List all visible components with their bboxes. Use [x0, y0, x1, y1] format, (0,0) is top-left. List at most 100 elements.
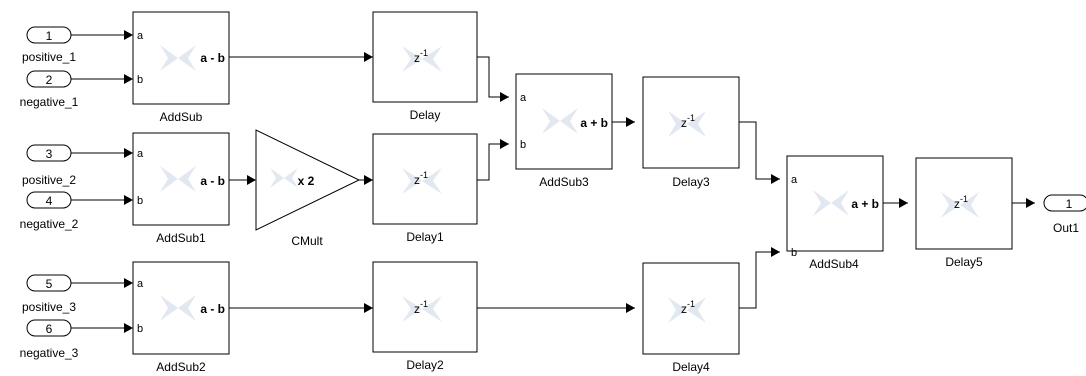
inport-label: positive_2: [22, 173, 76, 187]
arrow-icon: [771, 174, 780, 184]
operation-label: a - b: [200, 174, 225, 188]
block-name: Delay5: [945, 255, 983, 269]
arrow-icon: [364, 52, 373, 62]
addsub3-block[interactable]: a b a + b AddSub3: [515, 73, 613, 189]
xilinx-logo-icon: [668, 297, 706, 323]
inport-4[interactable]: 4 negative_2: [20, 191, 79, 231]
block-name: Delay2: [406, 358, 444, 372]
arrow-icon: [124, 30, 133, 40]
xilinx-logo-icon: [402, 168, 442, 194]
delay-block[interactable]: z-1 Delay: [372, 11, 478, 122]
block-name: CMult: [291, 234, 323, 248]
inport-6[interactable]: 6 negative_3: [20, 319, 79, 360]
operation-label: x 2: [298, 174, 315, 188]
operation-label: a - b: [200, 302, 225, 316]
delay4-block[interactable]: z-1 Delay4: [642, 262, 740, 374]
arrow-icon: [124, 148, 133, 158]
arrow-icon: [500, 139, 509, 149]
addsub1-block[interactable]: a b a - b AddSub1: [132, 132, 230, 245]
inport-number: 5: [46, 277, 53, 291]
block-name: Delay: [410, 108, 441, 122]
block-name: Delay1: [406, 230, 444, 244]
addsub-block[interactable]: a b a - b AddSub: [132, 11, 230, 124]
port-b-label: b: [137, 74, 143, 86]
port-b-label: b: [137, 323, 143, 335]
port-b-label: b: [791, 247, 797, 259]
outport-number: 1: [1066, 197, 1073, 211]
inport-label: negative_2: [20, 217, 79, 231]
xilinx-logo-icon: [402, 46, 442, 72]
arrow-icon: [771, 247, 780, 257]
delay5-block[interactable]: z-1 Delay5: [915, 157, 1013, 269]
arrow-icon: [1026, 198, 1035, 208]
inport-label: negative_1: [20, 95, 79, 109]
inport-number: 6: [46, 322, 53, 336]
outport-label: Out1: [1053, 221, 1079, 235]
arrow-icon: [124, 74, 133, 84]
arrow-icon: [124, 195, 133, 205]
operation-label: a - b: [200, 51, 225, 65]
xilinx-logo-icon: [160, 295, 196, 321]
delay-operator: z-1: [414, 48, 428, 65]
wires: [71, 34, 1035, 329]
inport-2[interactable]: 2 negative_1: [20, 70, 79, 109]
arrow-icon: [247, 175, 256, 185]
delay2-block[interactable]: z-1 Delay2: [372, 261, 478, 372]
wire-delay3-addsub4: [739, 121, 780, 180]
wire-delay4-addsub4: [739, 251, 780, 309]
xilinx-logo-icon: [941, 192, 979, 218]
arrow-icon: [124, 278, 133, 288]
xilinx-logo-icon: [160, 45, 196, 71]
arrow-icon: [500, 92, 509, 102]
inport-number: 2: [46, 73, 53, 87]
port-a-label: a: [791, 174, 798, 186]
port-b-label: b: [137, 195, 143, 207]
operation-label: a + b: [851, 197, 879, 211]
delay-operator: z-1: [681, 113, 695, 130]
delay-operator: z-1: [414, 299, 428, 316]
port-a-label: a: [137, 30, 144, 42]
block-name: AddSub1: [156, 231, 206, 245]
inport-label: negative_3: [20, 346, 79, 360]
inport-label: positive_3: [22, 300, 76, 314]
arrow-icon: [899, 198, 908, 208]
inport-number: 3: [46, 147, 53, 161]
arrowheads: [124, 30, 1035, 333]
wire-delay1-addsub3: [477, 143, 509, 181]
block-name: AddSub: [160, 110, 203, 124]
block-name: AddSub2: [156, 360, 206, 374]
outport-1[interactable]: 1 Out1: [1043, 194, 1086, 235]
xilinx-logo-icon: [160, 166, 196, 192]
inport-number: 4: [46, 194, 53, 208]
block-name: AddSub3: [539, 175, 589, 189]
inport-1[interactable]: 1 positive_1: [22, 26, 76, 64]
inport-5[interactable]: 5 positive_3: [22, 274, 76, 314]
block-name: Delay3: [672, 175, 710, 189]
addsub2-block[interactable]: a b a - b AddSub2: [132, 261, 230, 374]
arrow-icon: [626, 117, 635, 127]
arrow-icon: [626, 303, 635, 313]
arrow-icon: [364, 175, 373, 185]
addsub4-block[interactable]: a b a + b AddSub4: [786, 155, 884, 271]
port-b-label: b: [520, 139, 526, 151]
arrow-icon: [124, 323, 133, 333]
inport-label: positive_1: [22, 50, 76, 64]
delay3-block[interactable]: z-1 Delay3: [642, 76, 740, 189]
delay-operator: z-1: [954, 194, 968, 211]
cmult-block[interactable]: x 2 CMult: [255, 129, 361, 248]
port-a-label: a: [137, 148, 144, 160]
delay-operator: z-1: [681, 299, 695, 316]
inport-number: 1: [46, 29, 53, 43]
wire-delay-addsub3: [477, 56, 509, 98]
xilinx-logo-icon: [668, 111, 706, 137]
xilinx-logo-icon: [270, 168, 298, 188]
arrow-icon: [364, 303, 373, 313]
operation-label: a + b: [580, 116, 608, 130]
port-a-label: a: [137, 278, 144, 290]
xilinx-logo-icon: [813, 190, 849, 216]
port-a-label: a: [520, 92, 527, 104]
inport-3[interactable]: 3 positive_2: [22, 144, 76, 187]
delay1-block[interactable]: z-1 Delay1: [372, 133, 478, 244]
xilinx-logo-icon: [542, 108, 578, 134]
